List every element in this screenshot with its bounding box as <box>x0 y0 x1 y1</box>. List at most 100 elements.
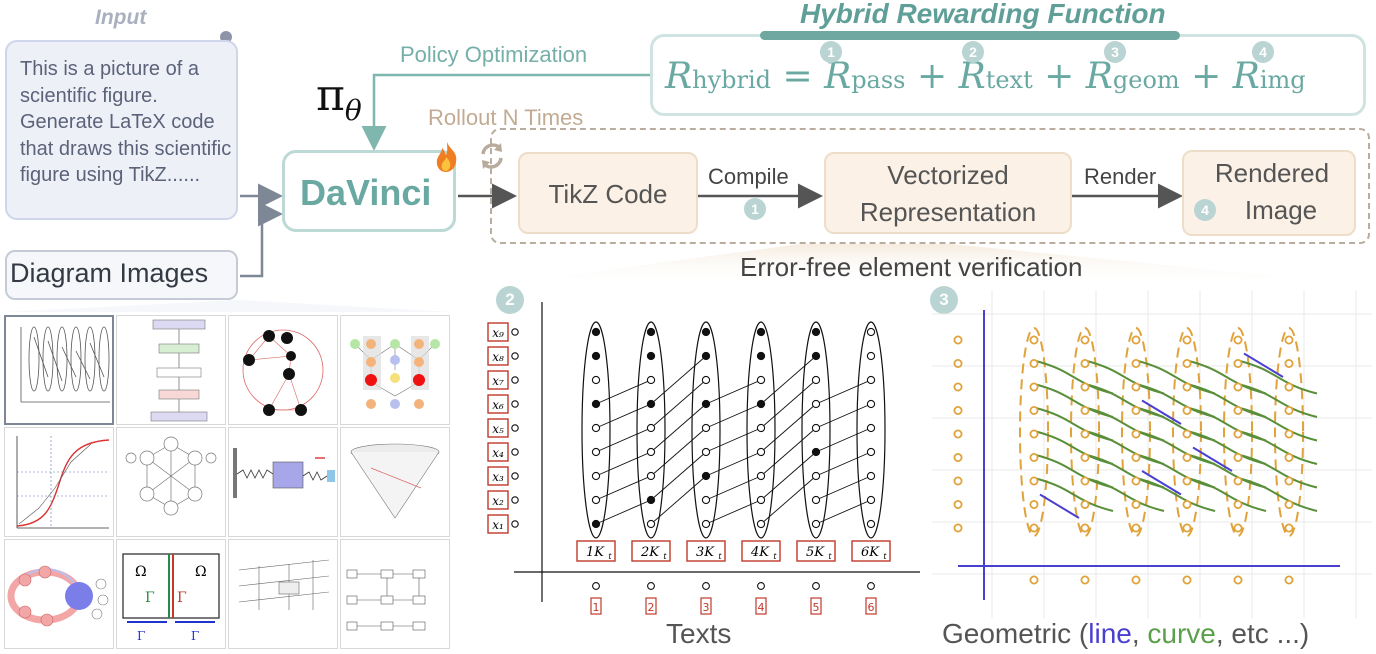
open-node <box>866 519 876 529</box>
geom-curve <box>1084 477 1165 512</box>
geom-node <box>1029 335 1039 345</box>
geom-line <box>1192 446 1233 472</box>
open-node <box>701 447 711 457</box>
geom-curve <box>1033 359 1114 395</box>
column-number: 4 <box>758 601 765 614</box>
geom-node <box>1029 359 1039 369</box>
row-node <box>511 448 519 456</box>
k-label: 1K <box>586 545 605 560</box>
element-link <box>650 379 707 429</box>
geom-curve <box>1033 453 1114 489</box>
geom-curve <box>1135 359 1216 395</box>
geom-curve <box>1237 430 1318 465</box>
element-link <box>815 403 872 429</box>
k-label: 3K <box>696 545 715 560</box>
open-node <box>756 423 766 433</box>
element-link <box>815 451 872 477</box>
element-link <box>705 451 762 477</box>
geom-panel-label: Geometric (line, curve, etc ...) <box>942 618 1310 649</box>
row-node <box>511 496 519 504</box>
geom-node <box>1233 429 1243 439</box>
geom-node <box>1182 382 1192 392</box>
rendered-label-2: Image <box>1244 195 1318 225</box>
geom-node <box>1131 359 1141 369</box>
geom-node <box>1080 406 1090 416</box>
column-node <box>647 582 655 590</box>
open-node <box>866 423 876 433</box>
column-number: 6 <box>868 601 875 614</box>
geom-curve <box>1033 477 1114 512</box>
thumbnail-flowchart <box>116 315 226 425</box>
open-node <box>811 471 821 481</box>
geom-node <box>1182 406 1192 416</box>
k-label-box <box>686 540 726 562</box>
diagram-images-label: Diagram Images <box>10 258 209 288</box>
thumbnail-spring-mass <box>228 427 338 537</box>
policy-symbol: πθ <box>316 70 362 127</box>
column-ellipse <box>691 321 721 539</box>
geom-node <box>1284 523 1294 533</box>
geom-node <box>1284 429 1294 439</box>
geom-node <box>1131 429 1141 439</box>
element-link <box>650 355 707 405</box>
geom-node <box>1080 499 1090 509</box>
open-node <box>866 495 876 505</box>
open-node <box>756 375 766 385</box>
column-node <box>702 582 710 590</box>
open-node <box>646 447 656 457</box>
geom-node <box>1233 335 1243 345</box>
element-link <box>650 427 707 477</box>
geom-node <box>1233 523 1243 533</box>
svg-text:Γ: Γ <box>191 629 199 643</box>
thumbnail-network <box>340 315 450 425</box>
element-link <box>760 427 817 477</box>
open-node <box>701 375 711 385</box>
geom-curve <box>1237 477 1318 512</box>
open-node <box>866 471 876 481</box>
open-node <box>591 423 601 433</box>
column-ellipse <box>636 321 666 539</box>
open-node <box>866 327 876 337</box>
geom-node <box>1080 335 1090 345</box>
thumbnail-timing-diagram <box>228 539 338 649</box>
geom-column-ellipse <box>1274 327 1304 537</box>
element-link <box>705 379 762 405</box>
geom-node <box>1182 335 1192 345</box>
open-node <box>701 519 711 529</box>
k-label-subscript: t <box>773 552 777 561</box>
element-link <box>595 451 652 477</box>
geom-node <box>1182 452 1192 462</box>
geom-line <box>1243 352 1284 378</box>
reward-term-2-badge: 2 <box>962 41 984 63</box>
geom-curve <box>1237 406 1318 442</box>
row-label-box <box>487 442 509 462</box>
input-title: Input <box>95 6 147 29</box>
element-link <box>705 403 762 429</box>
filled-node <box>756 327 766 337</box>
rollout-container <box>490 128 1370 244</box>
svg-text:Γ: Γ <box>137 629 145 643</box>
thumbnail-hypergraph <box>4 539 114 649</box>
davinci-model-box <box>282 150 456 232</box>
element-link <box>815 379 872 405</box>
column-node <box>592 582 600 590</box>
svg-text:Γ: Γ <box>145 590 155 606</box>
tikz-code-label: TikZ Code <box>548 179 668 209</box>
geom-curve <box>1135 453 1216 489</box>
geom-curve <box>1237 359 1318 395</box>
element-link <box>815 475 872 501</box>
open-node <box>591 495 601 505</box>
filled-node <box>701 327 711 337</box>
open-node <box>646 519 656 529</box>
geom-row-node <box>953 476 963 486</box>
tikz-code-box <box>518 152 698 234</box>
thumbnail-cdf-plot <box>4 427 114 537</box>
open-node <box>591 447 601 457</box>
geom-column-ellipse <box>1172 327 1202 537</box>
row-label: x₅ <box>492 422 504 436</box>
column-ellipse <box>746 321 776 539</box>
element-link <box>595 379 652 405</box>
k-label-box <box>851 540 891 562</box>
row-node <box>511 376 519 384</box>
thumbnail-ellipses <box>4 315 114 425</box>
